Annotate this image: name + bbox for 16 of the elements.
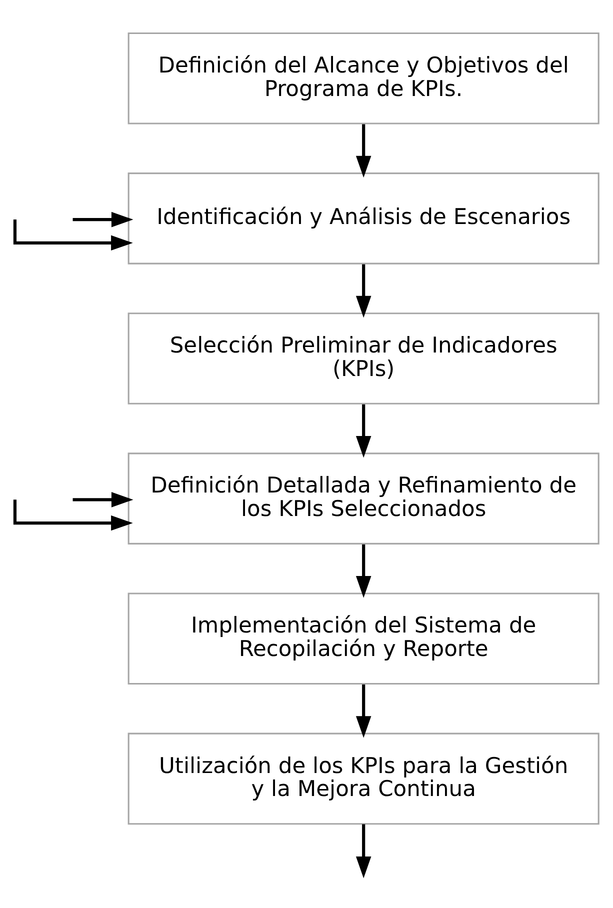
node-box: Selección Preliminar de Indicadores (KPIs) [128, 312, 600, 404]
node-box: Identificación y Análisis de Escenarios [128, 172, 600, 264]
arrow [356, 264, 372, 318]
arrow [356, 404, 372, 458]
arrow [356, 824, 372, 878]
arrow [356, 544, 372, 598]
node-box: Implementación del Sistema de Recopilación y Reporte [128, 592, 600, 685]
arrow [13, 220, 133, 251]
arrow [356, 124, 372, 178]
node-box: Definición del Alcance y Objetivos del Programa de KPIs. [128, 32, 600, 124]
node-box: Utilización de los KPIs para la Gestión y la Mejora Continua [128, 732, 600, 825]
node-box: Definición Detallada y Refinamiento de los KPIs Seleccionados [128, 452, 600, 544]
arrow [72, 212, 134, 228]
arrow [356, 684, 372, 738]
arrow [13, 500, 133, 531]
arrow [72, 492, 134, 508]
